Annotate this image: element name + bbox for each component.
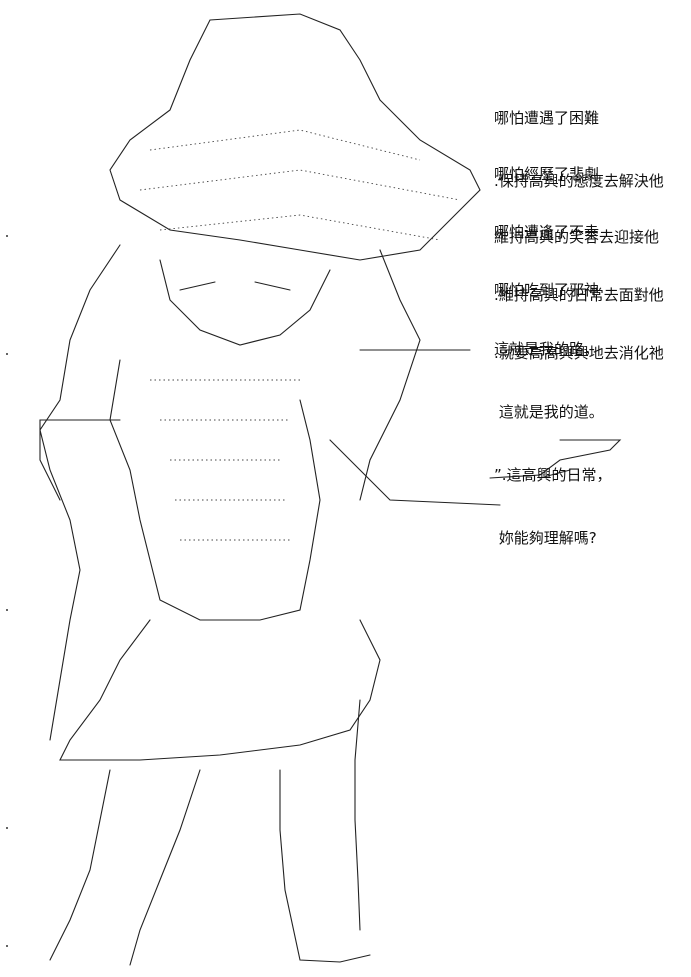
poem-stanza: 哪怕吃到了邪神 .就要高高興興地去消化祂 [494,238,664,385]
skirt-outline [59,619,381,761]
eye-right [254,281,291,291]
eye-left [179,281,216,291]
poem-line: 這就是我的路， [494,340,600,358]
margin-dot [6,235,8,237]
margin-dot [6,609,8,611]
poem-stanza: 哪怕經歷了悲劇 維持高興的笑容去迎接他 [494,122,659,269]
margin-dot [6,827,8,829]
right-leg [129,769,201,966]
poem-line: .保持高興的態度去解決他 [494,172,664,190]
poem-line: 哪怕經歷了悲劇 [494,165,600,183]
poem-line: 哪怕遭遇了困難 [494,109,600,127]
face-outline [159,259,331,346]
hair-outline [39,244,121,741]
held-object [489,439,622,479]
hat-brim-lines [139,129,461,241]
margin-dot [6,353,8,355]
poem-line: ”.這高興的日常， [494,466,612,484]
poem-line: .維持高興的日常去面對他 [494,286,664,304]
poem-line: 維持高興的笑容去迎接他 [494,228,660,246]
poem-line: 哪怕吃到了邪神 [494,281,600,299]
right-arm [329,439,501,506]
hair-right [359,249,421,501]
poem-line: 妳能夠理解嗎? [494,529,597,547]
poem-line: .就要高高興興地去消化祂 [494,344,664,362]
margin-dot [6,945,8,947]
left-arm [39,419,121,501]
poem-line: 這就是我的道。 [494,403,604,421]
right-outline [354,699,361,931]
torso-detail [150,379,300,541]
poem-stanza: 哪怕遭逢了不幸 .維持高興的日常去面對他 [494,180,664,327]
torso-outline [109,359,321,621]
back-leg [279,769,371,963]
poem-stanza: 這就是我的路， 這就是我的道。 ”.這高興的日常， 妳能夠理解嗎? [494,297,612,570]
poem-stanza: 哪怕遭遇了困難 .保持高興的態度去解決他 [494,66,664,213]
hat-outline [109,13,481,261]
left-leg [49,769,111,961]
poem-line: 哪怕遭逢了不幸 [494,223,600,241]
